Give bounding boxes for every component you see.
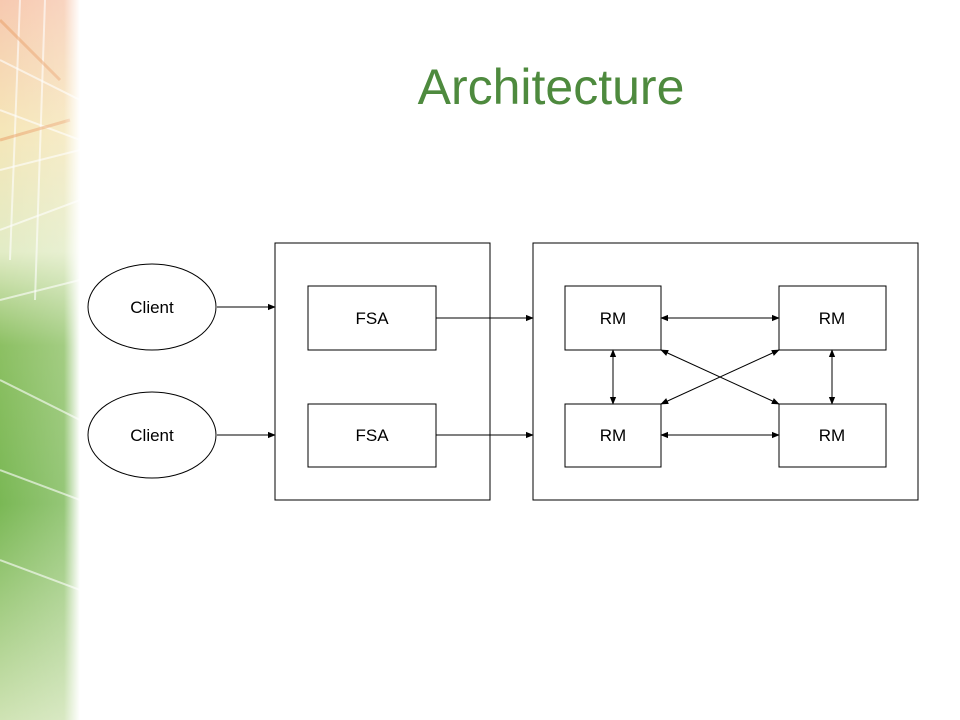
rm-node-top-left-label: RM [600,309,626,328]
rm-node-bottom-left-label: RM [600,426,626,445]
client-node-1: Client [87,263,217,351]
rm-node-top-right: RM [778,285,887,351]
fsa-node-2: FSA [307,403,437,468]
rm-node-top-right-label: RM [819,309,845,328]
fsa-node-1: FSA [307,285,437,351]
client-node-2: Client [87,391,217,479]
rm-node-bottom-right-label: RM [819,426,845,445]
rm-node-top-left: RM [564,285,662,351]
decorative-side-art [0,0,80,720]
fsa-node-1-label: FSA [355,309,389,328]
slide-title: Architecture [417,59,685,115]
rm-node-bottom-left: RM [564,403,662,468]
arrow-rm-diagonal-up [660,349,780,405]
fsa-node-2-label: FSA [355,426,389,445]
client-node-2-label: Client [130,426,174,445]
client-node-1-label: Client [130,298,174,317]
rm-node-bottom-right: RM [778,403,887,468]
